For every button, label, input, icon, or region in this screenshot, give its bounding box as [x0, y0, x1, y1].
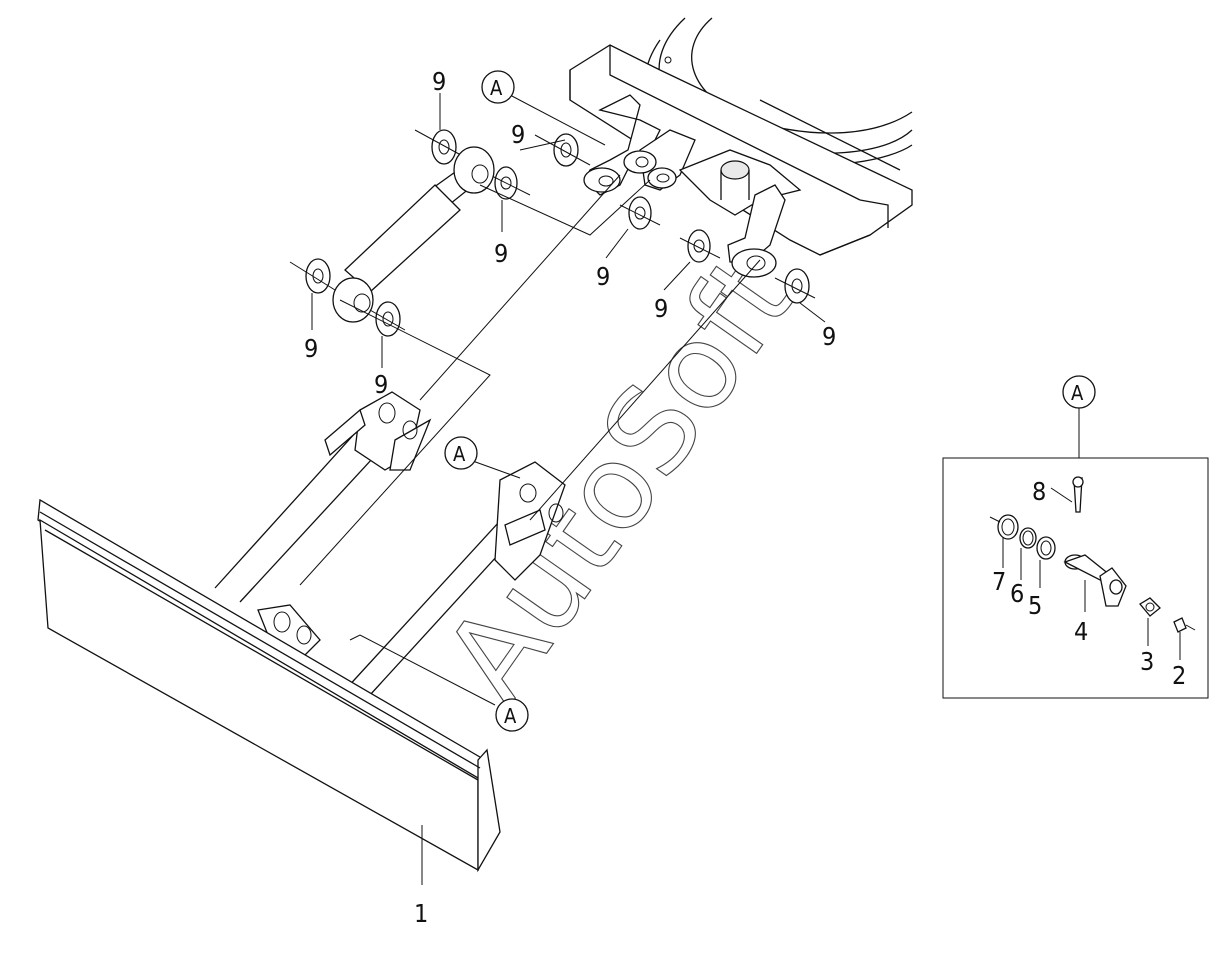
callout-9-d: 9 — [596, 262, 610, 291]
callout-1: 1 — [414, 899, 428, 928]
callout-9-e: 9 — [654, 294, 668, 323]
callout-9-b: 9 — [511, 120, 525, 149]
detail-a-label: A — [1071, 381, 1084, 405]
detail-ref-a-2: A — [453, 442, 466, 466]
reference-lines — [299, 94, 761, 706]
detail-a-box — [942, 457, 1209, 699]
hydraulic-cylinder — [332, 146, 495, 323]
detail-ref-a-1: A — [490, 76, 503, 100]
undercarriage-frame — [569, 17, 913, 256]
frame-brackets — [583, 94, 802, 278]
callout-9-g: 9 — [304, 334, 318, 363]
callout-9-c: 9 — [494, 239, 508, 268]
callout-2: 2 — [1172, 661, 1186, 690]
callout-3: 3 — [1140, 647, 1154, 676]
callout-8: 8 — [1032, 477, 1046, 506]
dozer-blade — [37, 498, 501, 873]
push-frame — [214, 391, 566, 696]
detail-a: A 8 7 6 5 4 3 2 — [942, 375, 1209, 699]
callout-9-h: 9 — [374, 370, 388, 399]
watermark: AutoSoft — [417, 230, 822, 725]
callout-5: 5 — [1028, 591, 1042, 620]
detail-ref-bubbles: A A A — [444, 70, 529, 732]
callout-9-f: 9 — [822, 322, 836, 351]
callout-4: 4 — [1074, 617, 1088, 646]
callout-9-a: 9 — [432, 67, 446, 96]
detail-ref-a-3: A — [504, 704, 517, 728]
watermark-text: AutoSoft — [418, 231, 822, 725]
callout-7: 7 — [992, 567, 1006, 596]
callout-6: 6 — [1010, 579, 1024, 608]
main-callouts: 1 9 9 9 9 9 9 9 9 — [304, 67, 836, 928]
shim-leaders — [289, 93, 826, 368]
